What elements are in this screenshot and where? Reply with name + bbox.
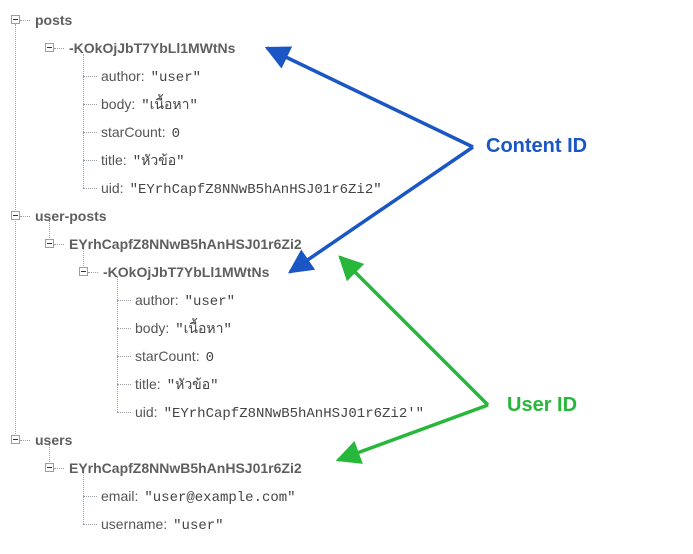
connector <box>117 300 131 301</box>
tree-guide-post-fields <box>83 54 84 188</box>
field-value: "user" <box>150 70 202 86</box>
field-key: title: <box>135 376 161 392</box>
node-user-posts-user-id[interactable]: EYrhCapfZ8NNwB5hAnHSJ01r6Zi2 <box>69 236 302 252</box>
collapse-icon-users-user[interactable] <box>45 463 54 472</box>
field-key: starCount: <box>101 124 166 140</box>
content-id-arrow-2 <box>287 145 474 274</box>
field-starcount[interactable]: starCount: 0 <box>101 123 180 143</box>
node-users[interactable]: users <box>35 432 73 448</box>
connector <box>117 412 131 413</box>
connector <box>20 20 30 21</box>
field-value: "EYrhCapfZ8NNwB5hAnHSJ01r6Zi2" <box>129 182 382 198</box>
field-uid[interactable]: uid: "EYrhCapfZ8NNwB5hAnHSJ01r6Zi2" <box>101 179 382 199</box>
tree-guide-user-posts <box>49 220 50 244</box>
collapse-icon-user-posts[interactable] <box>11 211 20 220</box>
field-title[interactable]: title: "หัวข้อ" <box>101 151 185 171</box>
collapse-icon-user-post[interactable] <box>79 267 88 276</box>
connector <box>83 160 97 161</box>
user-id-annotation: User ID <box>507 394 578 416</box>
node-users-user-id[interactable]: EYrhCapfZ8NNwB5hAnHSJ01r6Zi2 <box>69 460 302 476</box>
connector <box>83 524 97 525</box>
connector <box>83 188 97 189</box>
field-title[interactable]: title: "หัวข้อ" <box>135 375 219 395</box>
user-id-arrow-1 <box>338 255 490 407</box>
tree-guide-users <box>49 444 50 468</box>
field-value: "เนื้อหา" <box>141 98 198 114</box>
connector <box>54 468 64 469</box>
field-value: 0 <box>205 350 214 366</box>
field-value: "user" <box>173 518 224 534</box>
connector <box>20 216 30 217</box>
connector <box>117 356 131 357</box>
collapse-icon-users[interactable] <box>11 435 20 444</box>
node-post-id[interactable]: -KOkOjJbT7YbLl1MWtNs <box>69 40 236 56</box>
field-key: starCount: <box>135 348 200 364</box>
field-body[interactable]: body: "เนื้อหา" <box>101 95 198 115</box>
field-value: "user" <box>184 294 236 310</box>
tree-guide-user-post-fields <box>117 276 118 412</box>
field-key: username: <box>101 516 168 532</box>
content-id-arrow-1 <box>264 46 474 149</box>
node-posts[interactable]: posts <box>35 12 73 28</box>
collapse-icon-post[interactable] <box>45 43 54 52</box>
field-value: "เนื้อหา" <box>175 322 232 338</box>
field-value: 0 <box>171 126 180 142</box>
field-value: "EYrhCapfZ8NNwB5hAnHSJ01r6Zi2'" <box>163 406 425 422</box>
content-id-annotation: Content ID <box>486 135 588 157</box>
connector <box>117 384 131 385</box>
node-user-posts[interactable]: user-posts <box>35 208 107 224</box>
connector <box>83 76 97 77</box>
connector <box>54 48 64 49</box>
tree-guide-root <box>15 24 16 440</box>
field-key: author: <box>135 292 179 308</box>
connector <box>83 132 97 133</box>
field-value: "user@example.com" <box>144 490 296 506</box>
field-value: "หัวข้อ" <box>132 154 185 170</box>
connector <box>83 104 97 105</box>
connector <box>83 496 97 497</box>
field-author[interactable]: author: "user" <box>135 291 235 311</box>
field-key: uid: <box>101 180 124 196</box>
field-uid[interactable]: uid: "EYrhCapfZ8NNwB5hAnHSJ01r6Zi2'" <box>135 403 424 423</box>
field-email[interactable]: email: "user@example.com" <box>101 487 296 507</box>
user-id-arrow-2 <box>335 403 489 464</box>
field-starcount[interactable]: starCount: 0 <box>135 347 214 367</box>
node-user-posts-post-id[interactable]: -KOkOjJbT7YbLl1MWtNs <box>103 264 270 280</box>
tree-guide-users-fields <box>83 472 84 524</box>
field-body[interactable]: body: "เนื้อหา" <box>135 319 232 339</box>
field-key: email: <box>101 488 139 504</box>
connector <box>117 328 131 329</box>
connector <box>20 440 30 441</box>
field-key: body: <box>135 320 170 336</box>
field-key: author: <box>101 68 145 84</box>
field-key: uid: <box>135 404 158 420</box>
collapse-icon-user-posts-user[interactable] <box>45 239 54 248</box>
connector <box>88 272 98 273</box>
connector <box>54 244 64 245</box>
field-key: body: <box>101 96 136 112</box>
field-key: title: <box>101 152 127 168</box>
field-author[interactable]: author: "user" <box>101 67 201 87</box>
collapse-icon-posts[interactable] <box>11 15 20 24</box>
field-value: "หัวข้อ" <box>166 378 219 394</box>
field-username[interactable]: username: "user" <box>101 515 224 535</box>
tree-guide-user-post-node <box>83 248 84 272</box>
